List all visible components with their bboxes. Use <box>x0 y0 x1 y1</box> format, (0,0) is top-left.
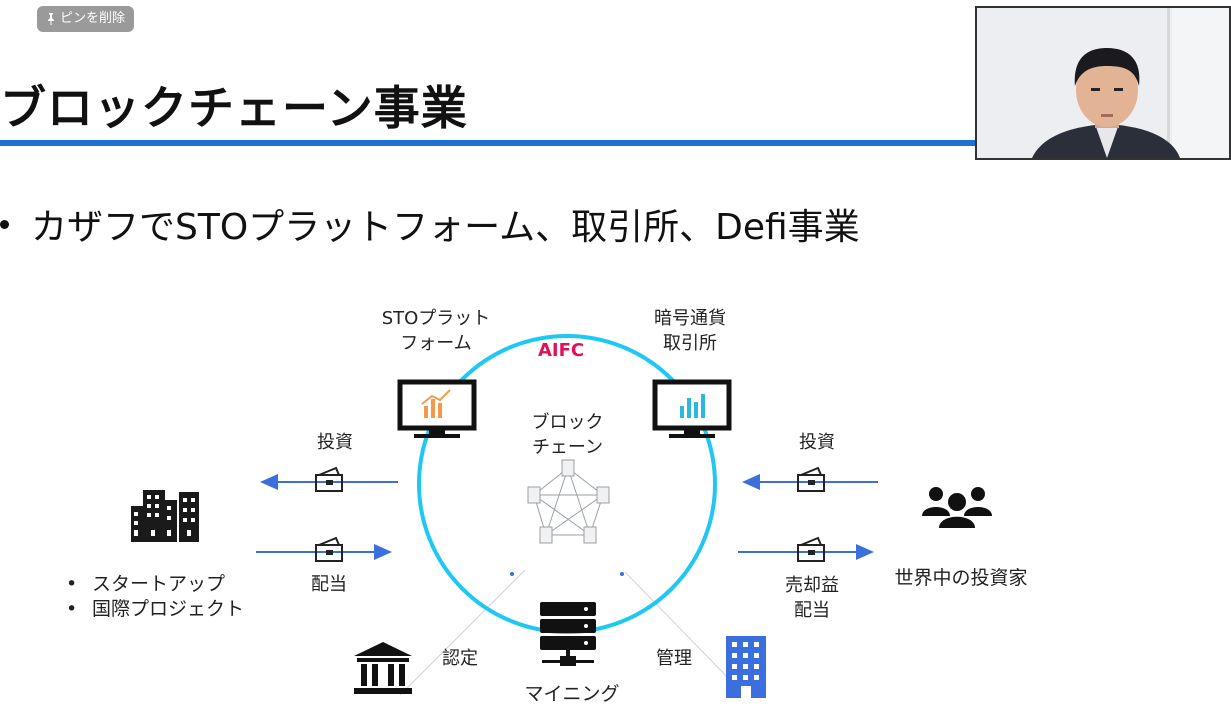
mining-label: マイニング <box>524 683 620 705</box>
bullet-dot <box>0 219 9 229</box>
blockchain-label: ブロック チェーン <box>531 412 604 458</box>
list-item: •国際プロジェクト <box>66 598 245 620</box>
slide-title: ブロックチェーン事業 <box>0 81 468 135</box>
blockchain-diagram: STOプラット フォーム 暗号通貨 取引所 AIFC ブロック チェーン 投資 … <box>0 290 1231 711</box>
list-item: •スタートアップ <box>66 573 226 595</box>
manage-label: 管理 <box>656 648 692 669</box>
webcam-video <box>975 6 1231 160</box>
office-building-icon <box>726 636 766 698</box>
right-returns-label: 売却益 配当 <box>785 575 839 621</box>
buildings-icon <box>131 490 199 542</box>
server-icon <box>540 602 596 666</box>
bullet-text: カザフでSTOプラットフォーム、取引所、Defi事業 <box>31 207 860 248</box>
sto-monitor-icon <box>397 379 477 438</box>
blockchain-network-icon <box>527 459 610 544</box>
investors-icon <box>922 487 992 528</box>
startups-list: •スタートアップ •国際プロジェクト <box>66 572 244 622</box>
pin-icon <box>46 13 56 25</box>
unpin-button[interactable]: ピンを削除 <box>37 6 135 32</box>
certify-label: 認定 <box>442 648 478 669</box>
wallet-icon <box>797 466 825 492</box>
wallet-icon <box>315 536 343 562</box>
bullet-item: カザフでSTOプラットフォーム、取引所、Defi事業 <box>0 198 860 250</box>
wallet-icon <box>315 466 343 492</box>
left-dividend-label: 配当 <box>311 574 347 595</box>
wallet-icon <box>797 536 825 562</box>
sto-platform-label: STOプラット フォーム <box>381 308 491 354</box>
investors-label: 世界中の投資家 <box>894 567 1028 589</box>
aifc-label: AIFC <box>538 340 585 361</box>
bank-icon <box>354 642 412 694</box>
crypto-exchange-label: 暗号通貨 取引所 <box>654 308 726 354</box>
exchange-monitor-icon <box>652 379 732 438</box>
left-invest-label: 投資 <box>317 432 353 453</box>
right-invest-label: 投資 <box>799 432 835 453</box>
unpin-label: ピンを削除 <box>60 11 126 26</box>
title-underline <box>0 140 975 146</box>
